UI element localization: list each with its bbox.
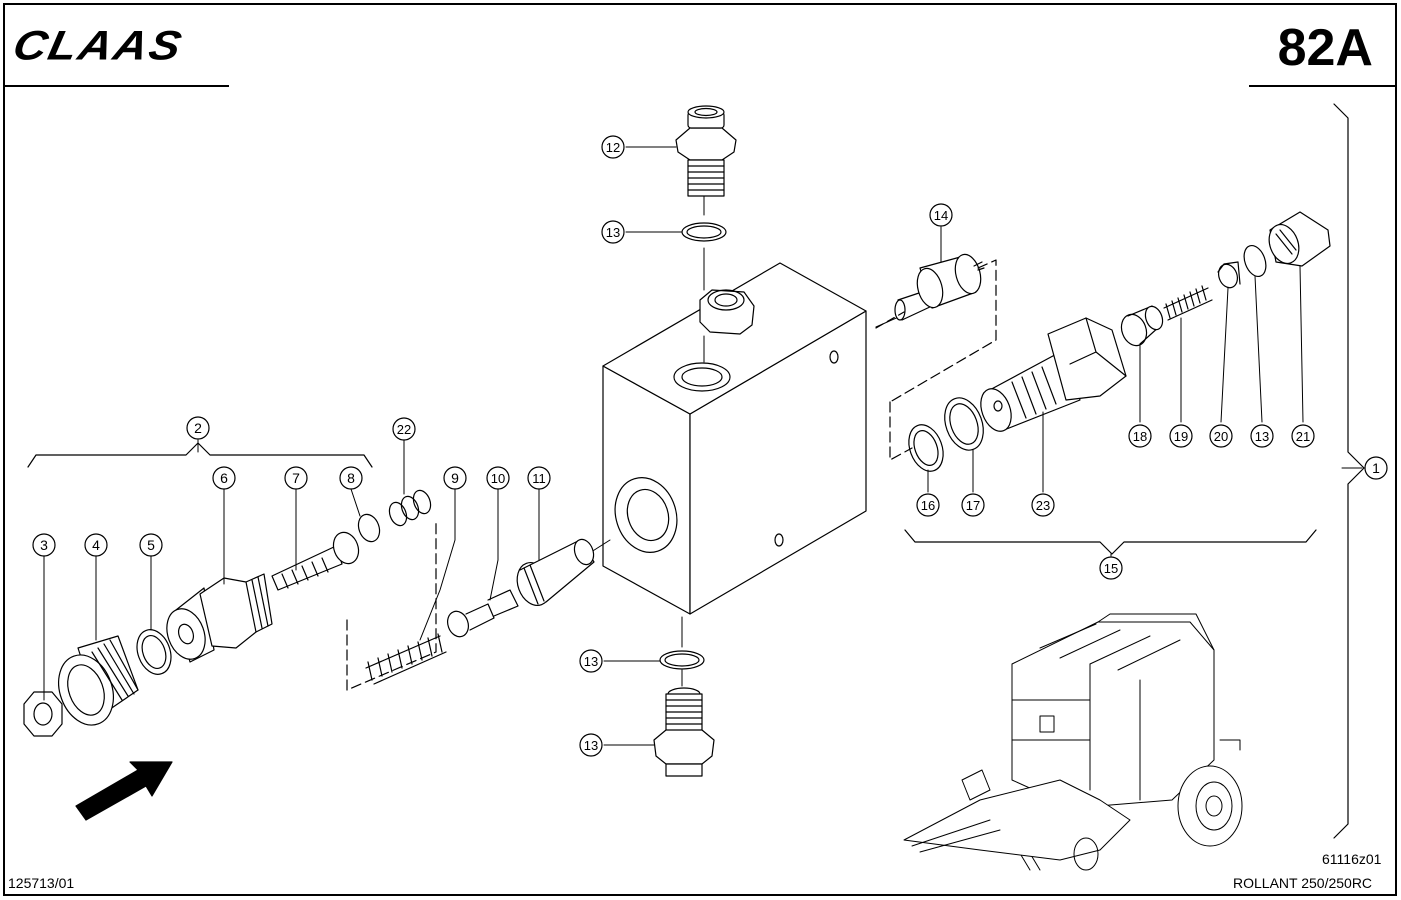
callout-label: 11 [532,471,546,486]
callout-15: 15 [1099,556,1123,580]
callout-label: 2 [194,420,202,436]
callout-label: 1 [1372,460,1380,476]
callout-13: 13 [579,649,603,673]
part-17-o-ring [908,424,944,472]
callout-label: 13 [584,738,598,753]
callout-label: 3 [40,537,48,553]
part-7-adjust-screw [271,531,360,591]
callout-12: 12 [601,135,625,159]
bracket-1 [1333,103,1365,839]
callout-13: 13 [1250,424,1274,448]
callout-label: 18 [1133,429,1147,444]
callout-label: 19 [1174,429,1188,444]
callout-label: 13 [1255,429,1269,444]
callout-18: 18 [1128,424,1152,448]
callout-21: 21 [1291,424,1315,448]
part-15-sleeve [894,253,985,321]
callout-3: 3 [32,533,56,557]
right-assembly [875,211,1331,472]
callout-9: 9 [443,466,467,490]
callout-14: 14 [929,203,953,227]
drawing-frame [3,3,1397,896]
part-24-cartridge [980,317,1127,432]
callout-label: 9 [451,470,459,486]
callout-label: 7 [292,470,300,486]
callout-label: 13 [584,654,598,669]
part-23-washers [388,489,432,527]
callout-20: 20 [1209,424,1233,448]
callout-label: 21 [1296,429,1310,444]
callout-label: 8 [347,470,355,486]
callout-4: 4 [84,533,108,557]
header-rule-left [5,85,229,87]
baler-illustration [903,613,1243,871]
left-assembly [23,489,595,737]
callout-6: 6 [212,466,236,490]
part-9-spring [365,633,447,685]
callout-7: 7 [284,466,308,490]
callout-label: 13 [606,225,620,240]
part-18-o-ring [944,397,984,451]
model-name: ROLLANT 250/250RC [1233,875,1373,891]
part-20-spring [1163,285,1213,321]
header-rule-right [1249,85,1395,87]
callout-label: 12 [606,140,620,155]
part-5-o-ring [136,629,172,675]
callout-label: 6 [220,470,228,486]
document-number: 125713/01 [8,875,75,891]
part-8-ring [357,513,381,543]
bracket-2 [27,442,373,468]
callout-11: 11 [527,466,551,490]
callout-16: 16 [916,493,940,517]
callout-label: 22 [397,422,411,437]
part-14-fitting [653,650,715,777]
callout-19: 19 [1169,424,1193,448]
callout-23: 23 [1031,493,1055,517]
callout-label: 14 [934,208,948,223]
callout-17: 17 [961,493,985,517]
part-13-o-ring-right [1243,244,1267,278]
callout-5: 5 [139,533,163,557]
page-number: 82A [1277,19,1373,77]
drawing-code: 61116z01 [1322,851,1382,867]
part-6-fitting [166,573,273,663]
callout-10: 10 [486,466,510,490]
bracket-16 [904,529,1317,555]
part-4-knurled-cap [58,635,139,726]
part-22-plug [1268,211,1331,267]
callout-1: 1 [1364,456,1388,480]
part-19-cap [1120,305,1164,347]
callout-layer [43,146,1363,746]
part-3-nut [23,691,63,737]
part-13-o-ring-bottom [659,650,705,670]
callout-label: 16 [921,498,935,513]
callout-label: 10 [491,471,505,486]
valve-block [602,262,867,615]
callout-label: 20 [1214,429,1228,444]
part-12-fitting [675,105,737,197]
callout-22: 22 [392,417,416,441]
callout-label: 15 [1104,561,1118,576]
callout-2: 2 [186,416,210,440]
callout-label: 23 [1036,498,1050,513]
callout-label: 5 [147,537,155,553]
callout-label: 17 [966,498,980,513]
callout-8: 8 [339,466,363,490]
callout-13: 13 [579,733,603,757]
direction-arrow [75,761,173,821]
callout-13: 13 [601,220,625,244]
callout-label: 4 [92,537,100,553]
part-21-poppet [1217,261,1241,289]
part-11-sleeve [516,538,595,606]
part-10-valve-pin [447,589,519,638]
